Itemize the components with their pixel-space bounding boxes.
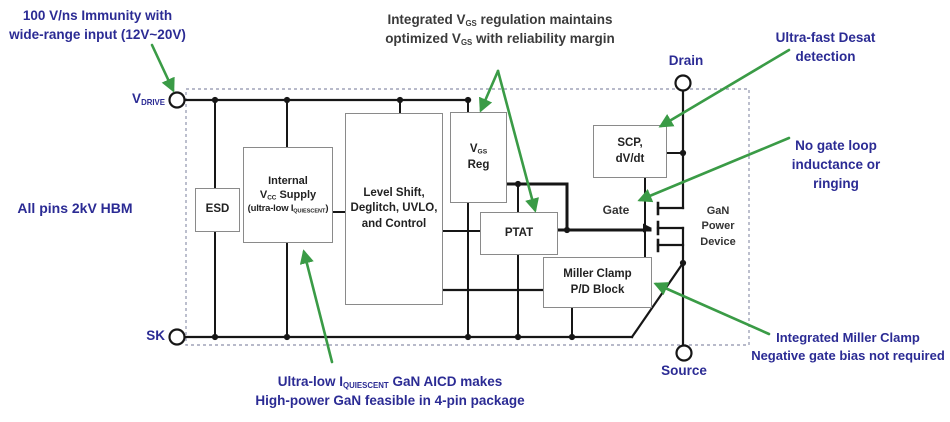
drain-pin-label: Drain	[668, 53, 704, 68]
levelshift-line2: Deglitch, UVLO,	[350, 202, 438, 215]
vdrive-pin-label: VDRIVE	[132, 91, 165, 107]
annotation-immunity: 100 V/ns Immunity with wide-range input …	[5, 6, 190, 44]
block-level-shift: Level Shift, Deglitch, UVLO, and Control	[345, 113, 443, 305]
vdrive-terminal	[168, 91, 186, 109]
sk-terminal	[168, 328, 186, 346]
arrow-quiescent-to-vcc	[299, 249, 334, 364]
levelshift-line3: and Control	[361, 217, 427, 230]
ptat-label: PTAT	[504, 226, 534, 239]
annotation-quiescent-line1: Ultra-low IQUIESCENT GaN AICD makes	[277, 374, 503, 390]
annotation-desat: Ultra-fast Desat detection	[758, 28, 893, 66]
millerclamp-line2: P/D Block	[570, 283, 625, 296]
annotation-immunity-line2: wide-range input (12V~20V)	[9, 27, 186, 43]
vcc-line2: VCC Supply	[259, 189, 317, 203]
vcc-line1: Internal	[268, 174, 308, 187]
vgsreg-line2: Reg	[467, 158, 490, 171]
annotation-desat-line1: Ultra-fast Desat	[775, 30, 876, 45]
block-esd-label: ESD	[205, 203, 230, 216]
vgsreg-line1: VGS	[469, 143, 488, 156]
gan-transistor-symbol	[643, 201, 685, 253]
block-vgs-reg: VGS Reg	[450, 112, 507, 203]
millerclamp-line1: Miller Clamp	[563, 268, 632, 281]
annotation-gate-loop-line3: ringing	[813, 176, 859, 192]
annotation-vgs-line1: Integrated VGS regulation maintains	[387, 12, 613, 28]
annotation-esd-rating: All pins 2kV HBM	[17, 200, 133, 216]
annotation-vgs-line2: optimized VGS with reliability margin	[385, 31, 615, 48]
gan-device-line3: Device	[700, 235, 736, 248]
block-internal-vcc-supply: Internal VCC Supply (ultra-low IQUIESCEN…	[243, 147, 333, 243]
sk-pin-label: SK	[146, 328, 165, 343]
block-miller-clamp: Miller Clamp P/D Block	[543, 257, 652, 308]
annotation-gate-loop-line2: inductance or	[791, 157, 881, 173]
gate-label: Gate	[602, 203, 630, 217]
scp-line2: dV/dt	[615, 152, 645, 165]
annotation-vgs-regulation: Integrated VGS regulation maintains opti…	[365, 10, 635, 48]
block-ptat: PTAT	[480, 212, 558, 255]
arrow-miller-to-millerclamp	[653, 282, 771, 336]
annotation-quiescent: Ultra-low IQUIESCENT GaN AICD makes High…	[225, 372, 555, 410]
annotation-miller: Integrated Miller Clamp Negative gate bi…	[742, 329, 950, 366]
gan-device-line2: Power	[701, 220, 735, 233]
annotation-miller-line1: Integrated Miller Clamp	[776, 330, 920, 345]
arrow-immunity-to-vdrive	[150, 43, 175, 93]
block-esd: ESD	[195, 188, 240, 232]
gan-power-device-label: GaN Power Device	[694, 204, 742, 250]
source-pin-label: Source	[661, 363, 707, 378]
gan-device-line1: GaN	[706, 205, 730, 217]
transistor-fingers	[656, 206, 685, 247]
annotation-quiescent-line2: High-power GaN feasible in 4-pin package	[255, 393, 525, 409]
annotation-gate-loop: No gate loop inductance or ringing	[772, 136, 900, 193]
vcc-line3: (ultra-low IQUIESCENT)	[247, 203, 329, 215]
gate-connection-triangle	[643, 223, 652, 233]
levelshift-line1: Level Shift,	[363, 187, 425, 200]
annotation-gate-loop-line1: No gate loop	[795, 138, 877, 153]
annotation-miller-line2: Negative gate bias not required	[751, 348, 945, 364]
scp-line1: SCP,	[617, 137, 643, 150]
arrow-vgsregulation-to-vgsreg	[479, 69, 500, 113]
block-scp-dvdt: SCP, dV/dt	[593, 125, 667, 178]
source-terminal	[675, 344, 693, 362]
annotation-desat-line2: detection	[795, 49, 856, 65]
annotation-immunity-line1: 100 V/ns Immunity with	[22, 8, 173, 23]
drain-terminal	[674, 74, 692, 92]
